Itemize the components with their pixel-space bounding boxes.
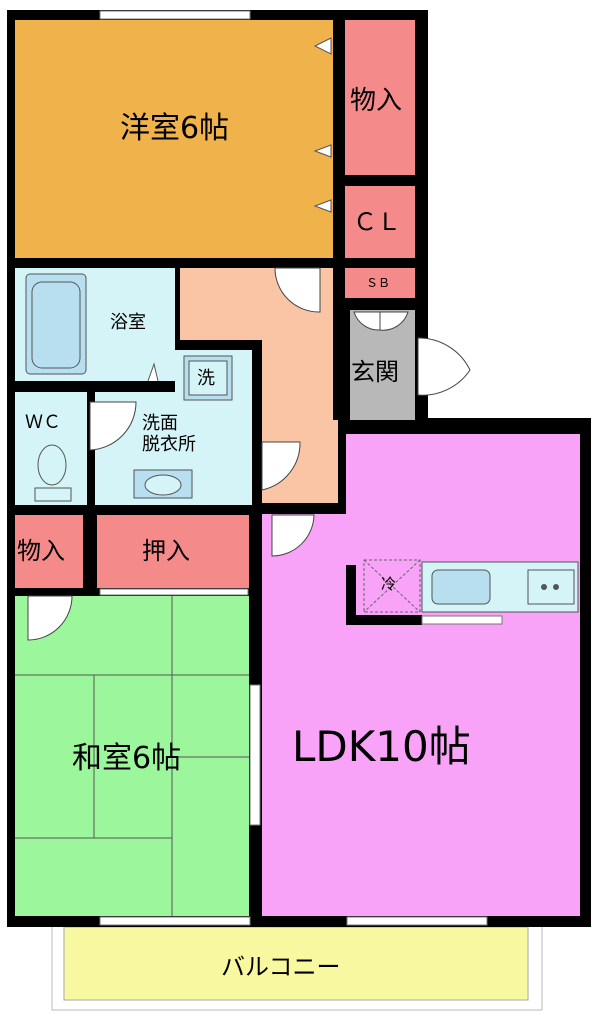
fridge-cross-1 <box>363 559 421 613</box>
room-closet <box>345 186 415 258</box>
washer-inner <box>188 360 228 396</box>
kitchen-wall-bottom <box>346 615 422 625</box>
label-balcony: バルコニー <box>221 953 341 981</box>
closet-door-marks <box>313 37 332 213</box>
kitchen-sink <box>431 569 491 605</box>
label-oshiire: 押入 <box>142 537 190 565</box>
label-washroom: 洗面 脱衣所 <box>142 413 196 455</box>
label-entrance: 玄関 <box>351 358 399 386</box>
room-storage-top <box>345 20 415 175</box>
label-western: 洋室6帖 <box>120 111 230 146</box>
label-wc: ＷＣ <box>25 412 61 433</box>
label-washer: 洗 <box>197 368 215 389</box>
label-ldk: LDK10帖 <box>292 722 471 771</box>
label-closet: ＣＬ <box>353 208 401 236</box>
room-washitsu <box>15 596 249 916</box>
room-western <box>15 20 333 258</box>
bathtub-inner <box>31 281 81 369</box>
stove <box>527 569 575 605</box>
wash-bowl <box>144 474 182 496</box>
label-bath: 浴室 <box>110 312 146 333</box>
label-shoe-box: ＳＢ <box>366 276 391 290</box>
windows <box>99 10 503 926</box>
room-shoe-box <box>345 268 415 298</box>
stove-burner-1 <box>541 584 547 590</box>
room-oshiire <box>97 515 249 588</box>
label-washitsu: 和室6帖 <box>72 741 182 776</box>
doors <box>27 267 471 641</box>
label-storage-top: 物入 <box>350 86 403 116</box>
kitchen-wall <box>346 565 356 625</box>
room-storage-left <box>15 515 83 588</box>
stove-burner-2 <box>553 584 559 590</box>
tatami-lines <box>15 596 249 916</box>
fridge-cross-2 <box>363 559 421 613</box>
bath-door-mark <box>147 362 159 382</box>
room-ldk <box>262 434 580 916</box>
toilet-tank <box>34 487 72 502</box>
balcony <box>63 926 529 1001</box>
label-fridge: 冷 <box>381 575 397 593</box>
label-storage-left: 物入 <box>17 537 65 565</box>
toilet-bowl <box>37 444 67 486</box>
